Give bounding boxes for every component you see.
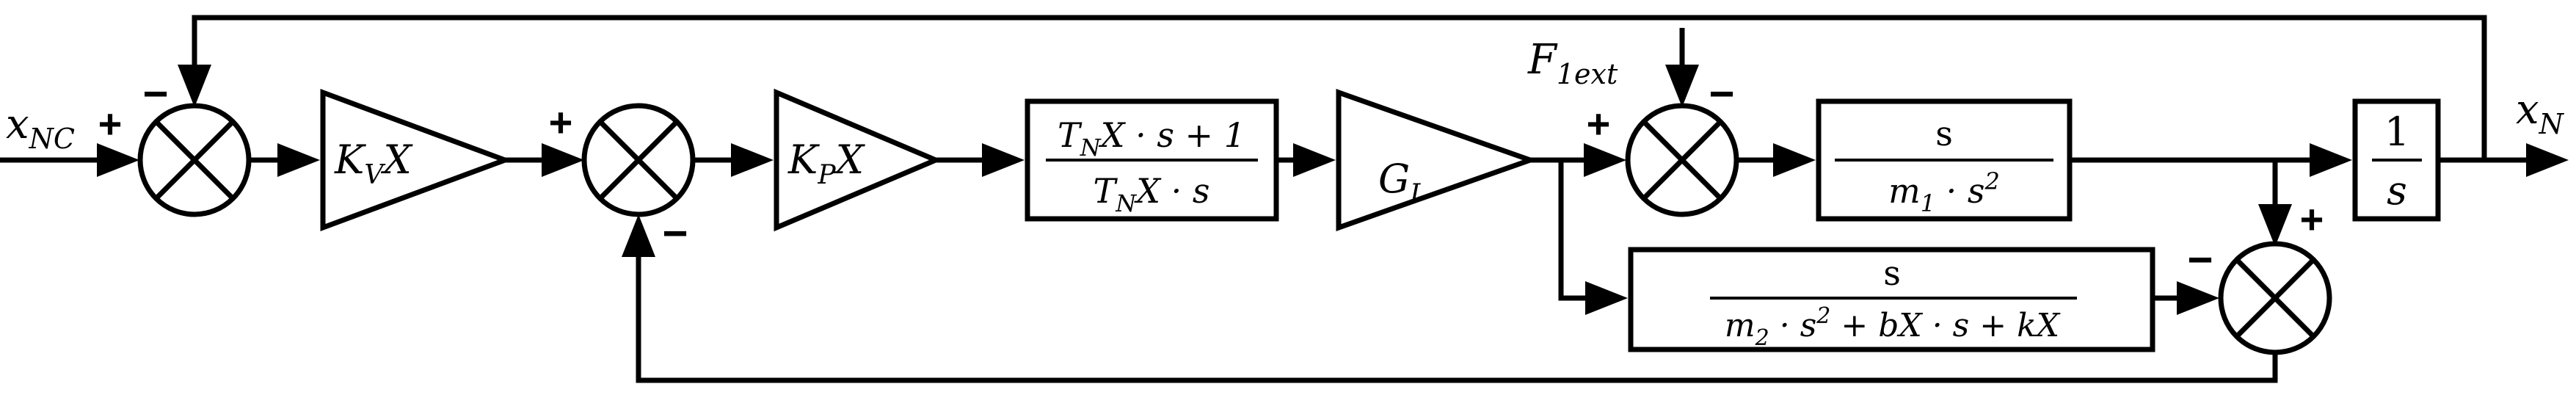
gain-gi-triangle [1336, 89, 1538, 231]
sum1-minus-sign: − [142, 69, 168, 118]
wire-velocity-feedback [636, 257, 2278, 383]
output-label: xN [2516, 86, 2565, 140]
arrow-into-pi [982, 143, 1025, 177]
arrow-into-integrator [2310, 143, 2352, 177]
mass2-numerator: s [1883, 253, 1901, 293]
sum3-plus-sign: + [1587, 101, 1611, 147]
pi-numerator: TNX · s + 1 [1058, 115, 1245, 162]
sum4-plus-sign: + [2300, 196, 2324, 242]
wire-branch-mass2 [1558, 160, 1585, 301]
arrow-disturbance [1665, 65, 1699, 107]
summing-junction-4 [2218, 241, 2332, 355]
gain-kp-triangle [774, 88, 942, 232]
sum1-plus-sign: + [98, 101, 123, 147]
arrow-into-kp [731, 143, 774, 177]
gain-kv-triangle [320, 88, 513, 232]
summing-junction-2 [581, 103, 696, 217]
mass2-denominator: m2 · s2 + bX · s + kX [1725, 303, 2061, 351]
sum2-minus-sign: − [662, 209, 688, 258]
integrator-denominator: s [2387, 167, 2407, 214]
arrow-into-mass1 [1773, 143, 1816, 177]
arrow-into-gi [1293, 143, 1336, 177]
sum4-minus-sign: − [2187, 235, 2213, 284]
arrow-into-sum4-top [2258, 204, 2292, 247]
arrow-into-sum4-left [2177, 281, 2219, 315]
arrow-into-kv [277, 143, 320, 177]
wire-position-feedback [192, 15, 2487, 160]
mass1-numerator: s [1935, 114, 1953, 153]
summing-junction-3 [1625, 103, 1739, 217]
output-arrow [2526, 143, 2569, 177]
gain-gi-label: GI [1378, 156, 1421, 209]
summing-junction-1 [137, 103, 252, 217]
arrow-into-mass2 [1585, 281, 1628, 315]
integrator-numerator: 1 [2384, 109, 2409, 155]
arrow-into-sum2 [542, 143, 584, 177]
sum3-minus-sign: − [1709, 69, 1734, 118]
gain-kv-label: KVX [334, 137, 413, 190]
disturbance-label: F1ext [1527, 36, 1618, 90]
input-label: xNC [6, 101, 75, 155]
sum2-plus-sign: + [549, 99, 573, 145]
gain-kp-label: KPX [787, 137, 866, 190]
pi-denominator: TNX · s [1094, 171, 1210, 217]
arrow-into-sum3 [1584, 143, 1626, 177]
mass1-denominator: m1 · s2 [1888, 167, 2000, 217]
input-arrow [97, 143, 139, 177]
arrow-into-sum1-top [178, 65, 211, 107]
arrow-into-sum2-bottom [622, 214, 655, 257]
